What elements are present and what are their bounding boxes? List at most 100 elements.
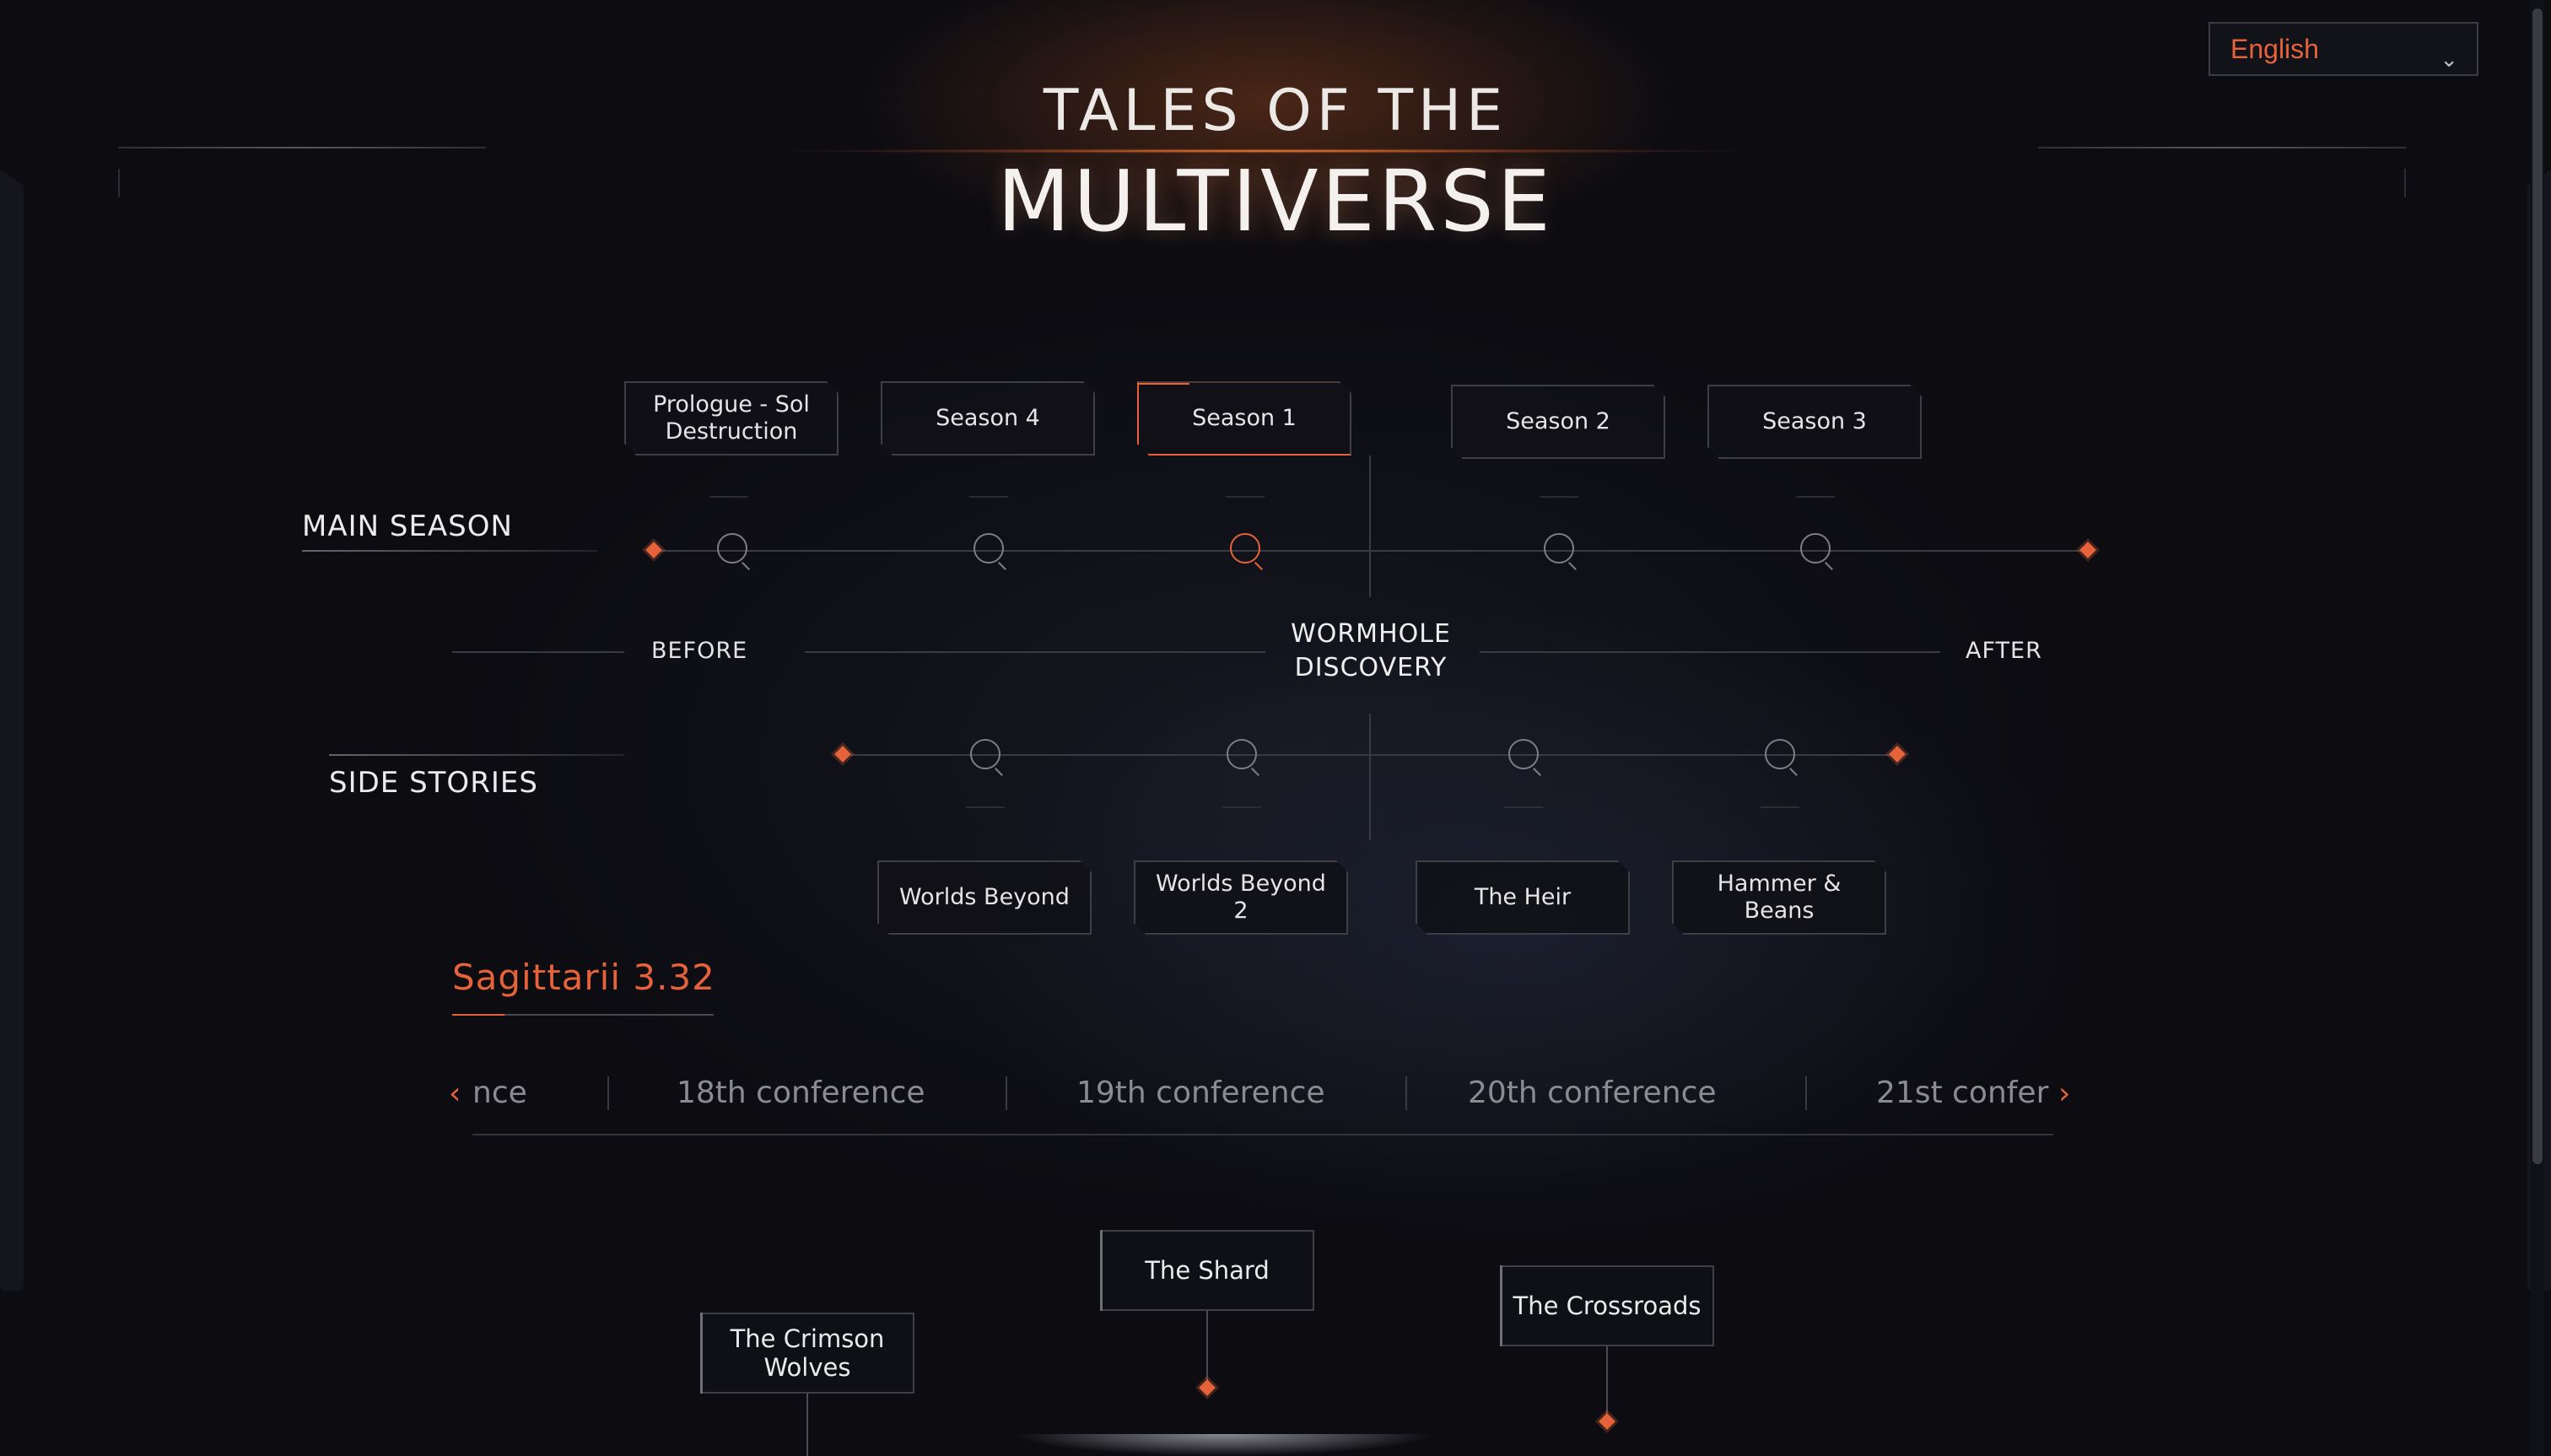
side-card-worlds-beyond-2[interactable]: Worlds Beyond 2 (1134, 860, 1348, 935)
side-card-label: The Heir (1474, 884, 1572, 910)
location-diamond[interactable] (1199, 1379, 1216, 1396)
node-cap (1222, 800, 1262, 808)
location-stem (1606, 1346, 1608, 1419)
frame-edge-left (0, 169, 24, 1291)
season-node-season-4[interactable] (973, 533, 1004, 564)
conference-tabs: nce 18th conference 19th conference 20th… (472, 1068, 2075, 1119)
bottom-glow (1012, 1434, 1434, 1456)
center-label-line1: WORMHOLE (1291, 619, 1451, 649)
tab-conference[interactable]: nce (472, 1076, 527, 1110)
season-card-label-2: Destruction (665, 418, 798, 445)
season-card-prologue[interactable]: Prologue - Sol Destruction (624, 381, 839, 456)
tab-20th-conference[interactable]: 20th conference (1468, 1076, 1717, 1110)
location-card-the-shard[interactable]: The Shard (1100, 1230, 1314, 1311)
node-cap (965, 800, 1006, 808)
side-card-label-2: Beans (1744, 898, 1815, 924)
tab-18th-conference[interactable]: 18th conference (677, 1076, 925, 1110)
before-line-right (805, 651, 1265, 653)
location-stem (806, 1394, 808, 1456)
chevron-left-icon[interactable]: ‹ (449, 1076, 461, 1111)
season-card-label: Season 4 (936, 405, 1040, 431)
header-tick-right (2404, 169, 2406, 197)
section-title: Sagittarii 3.32 (452, 957, 715, 998)
side-card-label: Worlds Beyond (899, 884, 1070, 910)
title-flare (759, 148, 1772, 154)
main-season-underline (302, 550, 597, 552)
season-card-label: Season 3 (1762, 408, 1867, 434)
location-label: The Crossroads (1513, 1292, 1702, 1320)
tab-19th-conference[interactable]: 19th conference (1076, 1076, 1325, 1110)
tab-21st-conference[interactable]: 21st confer (1876, 1076, 2049, 1110)
tab-separator (1405, 1076, 1407, 1110)
tab-separator (607, 1076, 609, 1110)
side-card-worlds-beyond[interactable]: Worlds Beyond (877, 860, 1092, 935)
main-end-diamond (2079, 542, 2096, 558)
main-season-label: MAIN SEASON (302, 510, 513, 543)
season-node-season-3[interactable] (1800, 533, 1831, 564)
page-title-main: MULTIVERSE (997, 152, 1554, 251)
language-select[interactable]: English ⌄ (2209, 22, 2478, 76)
tab-separator (1006, 1076, 1007, 1110)
season-node-season-1[interactable] (1230, 533, 1260, 564)
header-line-right (2038, 147, 2406, 148)
season-card-label: Season 2 (1506, 408, 1610, 434)
before-label: BEFORE (651, 638, 748, 664)
node-cap (1503, 800, 1544, 808)
season-card-label: Season 1 (1192, 405, 1297, 431)
side-node-worlds-beyond[interactable] (970, 739, 1000, 769)
season-card-label: Prologue - Sol (653, 391, 810, 418)
season-card-season-2[interactable]: Season 2 (1451, 385, 1665, 459)
location-label-2: Wolves (763, 1353, 851, 1382)
side-card-label: Worlds Beyond (1156, 871, 1326, 897)
side-node-worlds-beyond-2[interactable] (1227, 739, 1257, 769)
location-diamond[interactable] (1599, 1413, 1615, 1430)
header-line-left (118, 147, 486, 148)
season-card-season-3[interactable]: Season 3 (1707, 385, 1922, 459)
side-stories-topline (329, 754, 624, 756)
main-divider (1369, 456, 1371, 597)
node-cap (1539, 496, 1579, 504)
side-node-hammer-beans[interactable] (1765, 739, 1795, 769)
tab-separator (1805, 1076, 1807, 1110)
chevron-down-icon: ⌄ (2440, 46, 2458, 72)
main-timeline-line (655, 550, 2089, 552)
season-node-season-2[interactable] (1544, 533, 1574, 564)
node-cap (709, 496, 749, 504)
side-timeline-line (844, 754, 1898, 756)
location-card-crimson-wolves[interactable]: The Crimson Wolves (700, 1313, 914, 1394)
page-title-top: TALES OF THE (1043, 78, 1508, 144)
side-card-the-heir[interactable]: The Heir (1416, 860, 1630, 935)
wormhole-discovery-label: WORMHOLE DISCOVERY (1282, 617, 1459, 685)
location-label: The Shard (1145, 1256, 1270, 1285)
main-start-diamond (645, 542, 662, 558)
location-stem (1206, 1311, 1208, 1387)
side-card-label-2: 2 (1233, 898, 1249, 924)
side-card-label: Hammer & (1717, 871, 1842, 897)
season-card-season-1[interactable]: Season 1 (1137, 381, 1351, 456)
chevron-right-icon[interactable]: › (2058, 1076, 2071, 1111)
node-cap (1795, 496, 1836, 504)
side-stories-label: SIDE STORIES (329, 766, 538, 800)
side-card-hammer-beans[interactable]: Hammer & Beans (1672, 860, 1886, 935)
after-line-left (1480, 651, 1940, 653)
side-start-diamond (834, 746, 851, 763)
header-tick-left (118, 169, 120, 197)
side-node-the-heir[interactable] (1508, 739, 1539, 769)
scrollbar-thumb[interactable] (2532, 8, 2543, 1164)
before-line-left (452, 651, 624, 653)
location-label: The Crimson (730, 1324, 885, 1353)
center-label-line2: DISCOVERY (1294, 653, 1448, 682)
location-card-the-crossroads[interactable]: The Crossroads (1500, 1265, 1714, 1346)
conference-divider (472, 1134, 2053, 1135)
side-divider (1369, 714, 1371, 840)
node-cap (1760, 800, 1800, 808)
section-underline (452, 1014, 714, 1016)
language-select-value: English (2230, 34, 2319, 64)
node-cap (1225, 496, 1265, 504)
after-label: AFTER (1966, 638, 2042, 664)
side-end-diamond (1889, 746, 1906, 763)
season-node-prologue[interactable] (717, 533, 747, 564)
season-card-season-4[interactable]: Season 4 (881, 381, 1095, 456)
node-cap (968, 496, 1009, 504)
